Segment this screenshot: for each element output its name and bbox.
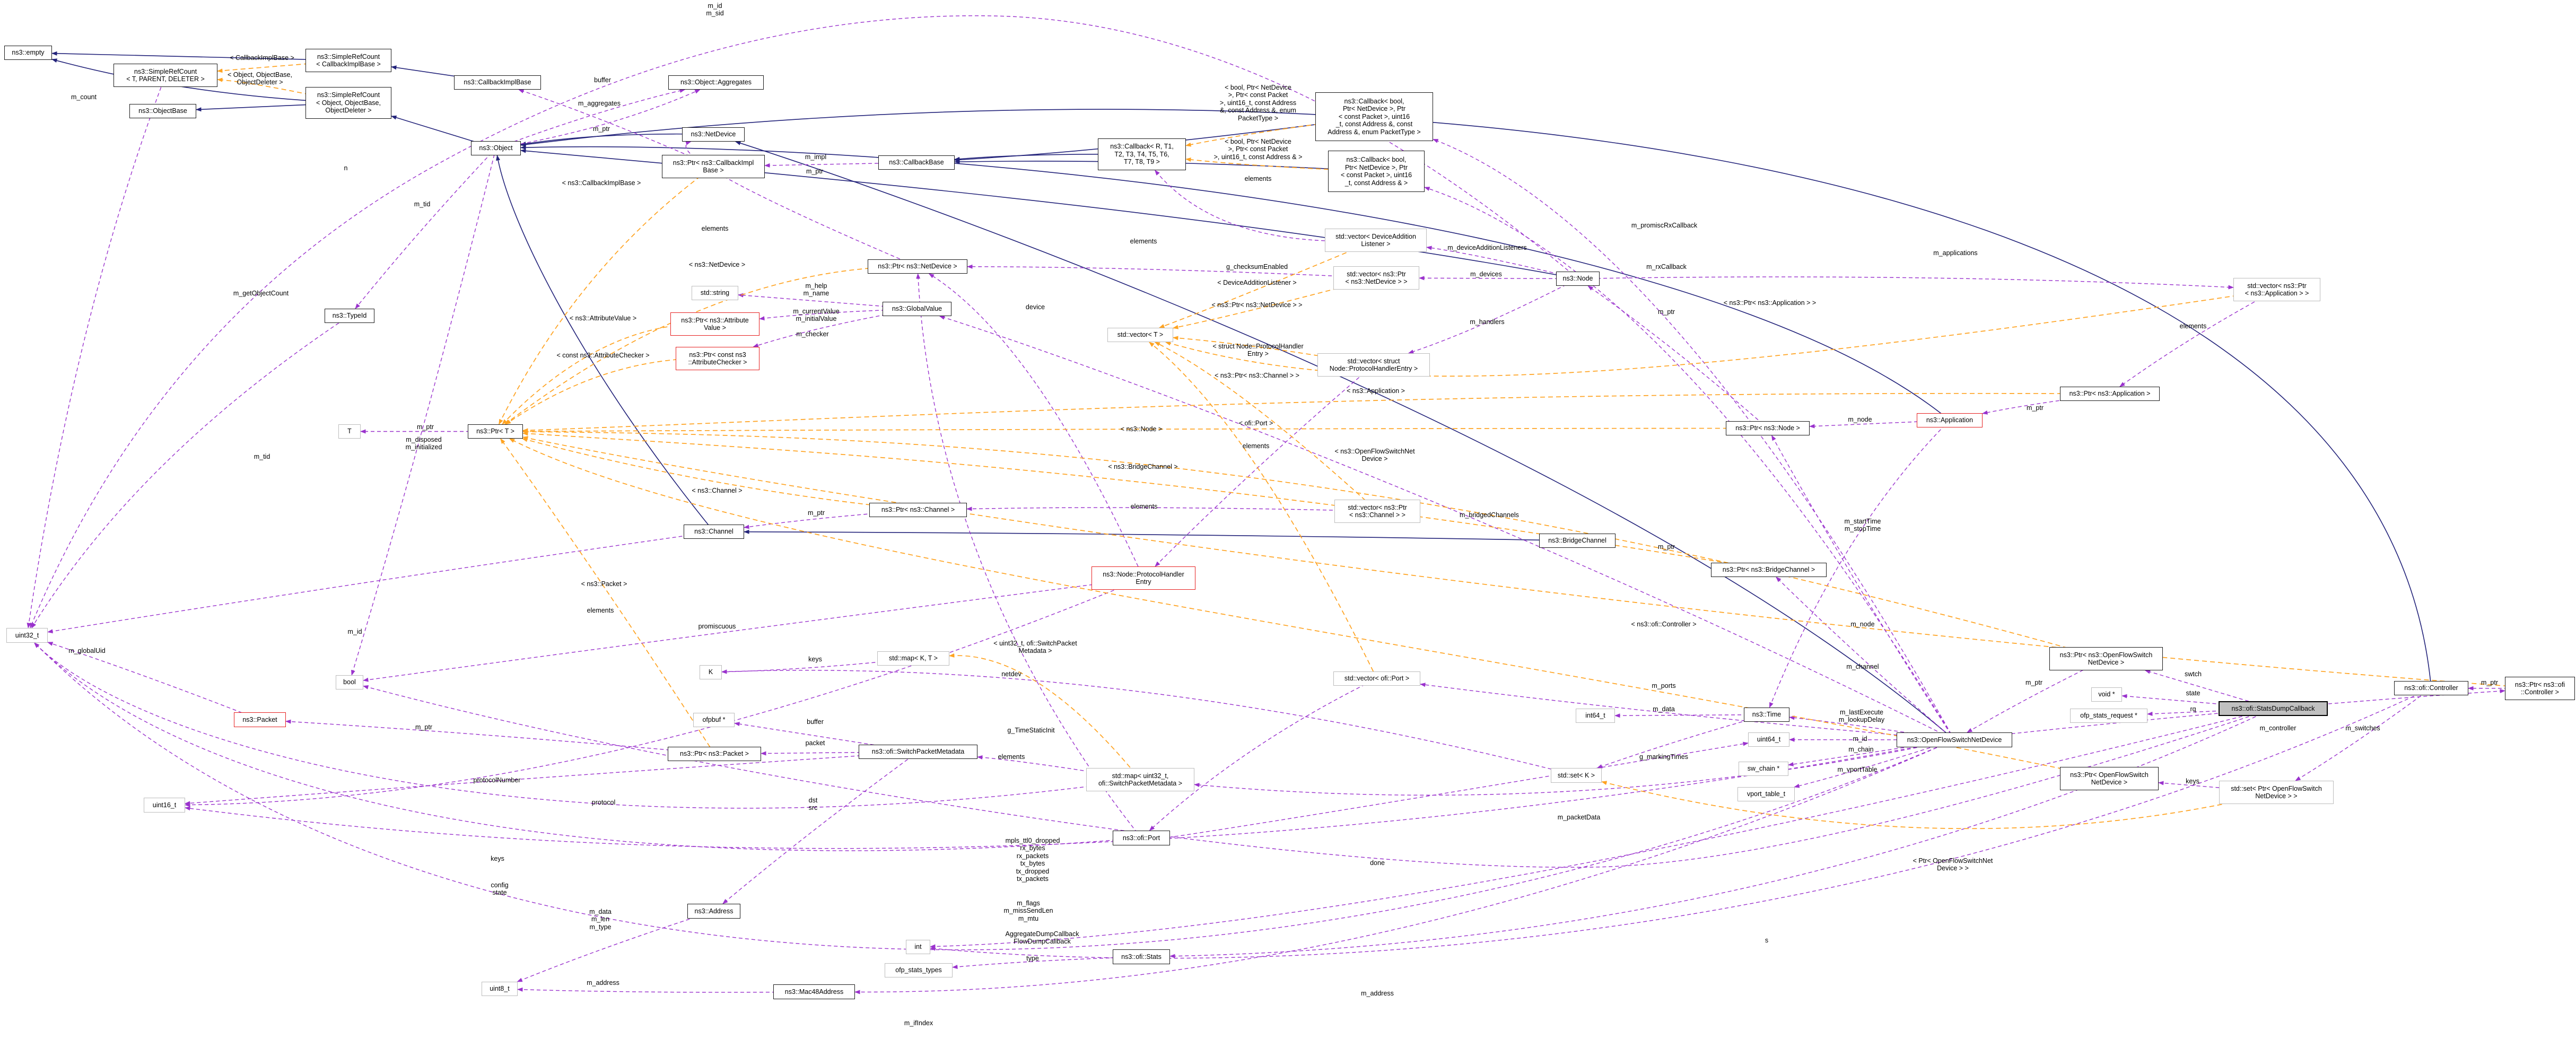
node-ofpbuf[interactable]: ofpbuf * [693,713,735,727]
node-globalvalue[interactable]: ns3::GlobalValue [883,302,951,316]
node-controller[interactable]: ns3::ofi::Controller [2394,681,2468,695]
node-ptr_cib[interactable]: ns3::Ptr< ns3::CallbackImpl Base > [662,155,765,178]
node-address[interactable]: ns3::Address [687,904,740,919]
node-phe[interactable]: ns3::Node::ProtocolHandler Entry [1091,566,1195,590]
node-bool[interactable]: bool [336,675,363,689]
node-typeid[interactable]: ns3::TypeId [325,309,374,323]
node-uint16[interactable]: uint16_t [144,798,185,813]
node-vec_port[interactable]: std::vector< ofi::Port > [1333,671,1420,686]
node-ofsnd[interactable]: ns3::OpenFlowSwitchNetDevice [1897,732,2012,747]
node-src_cib[interactable]: ns3::SimpleRefCount < CallbackImplBase > [305,49,391,72]
node-node[interactable]: ns3::Node [1556,272,1600,286]
node-map_kt[interactable]: std::map< K, T > [877,651,949,666]
node-aggregates[interactable]: ns3::Object::Aggregates [668,75,764,90]
node-int[interactable]: int [906,940,930,954]
node-set_k[interactable]: std::set< K > [1551,768,1602,783]
node-application[interactable]: ns3::Application [1917,413,1983,427]
node-stats[interactable]: ns3::ofi::Stats [1113,949,1170,964]
node-ofp_req[interactable]: ofp_stats_request * [2070,709,2147,723]
node-swchain[interactable]: sw_chain * [1739,762,1788,776]
node-ptr_nd[interactable]: ns3::Ptr< ns3::NetDevice > [868,259,967,274]
node-object[interactable]: ns3::Object [471,141,521,155]
node-callbackbase[interactable]: ns3::CallbackBase [878,155,955,170]
node-vec_ptrch[interactable]: std::vector< ns3::Ptr < ns3::Channel > > [1334,500,1420,523]
node-ptr_bch[interactable]: ns3::Ptr< ns3::BridgeChannel > [1711,563,1827,577]
node-ptr_av[interactable]: ns3::Ptr< ns3::Attribute Value > [670,312,759,336]
node-uint32[interactable]: uint32_t [6,628,48,643]
node-sdc[interactable]: ns3::ofi::StatsDumpCallback [2219,701,2328,716]
node-ptr_ofsnd2[interactable]: ns3::Ptr< OpenFlowSwitch NetDevice > [2060,767,2159,790]
node-packet[interactable]: ns3::Packet [234,712,286,727]
node-vec_t[interactable]: std::vector< T > [1107,328,1173,342]
node-port[interactable]: ns3::ofi::Port [1113,831,1170,845]
node-k[interactable]: K [700,665,722,679]
node-ptr_ofsnd[interactable]: ns3::Ptr< ns3::OpenFlowSwitch NetDevice … [2049,647,2163,670]
node-vport[interactable]: vport_table_t [1737,787,1795,801]
node-empty[interactable]: ns3::empty [4,46,52,60]
node-voidp[interactable]: void * [2091,687,2122,702]
node-cib[interactable]: ns3::CallbackImplBase [454,75,541,90]
node-objectbase[interactable]: ns3::ObjectBase [129,104,196,118]
node-vec_ptrapp[interactable]: std::vector< ns3::Ptr < ns3::Application… [2233,278,2320,301]
node-ptr_ac[interactable]: ns3::Ptr< const ns3 ::AttributeChecker > [676,347,759,370]
node-callback_generic[interactable]: ns3::Callback< R, T1, T2, T3, T4, T5, T6… [1098,138,1186,170]
node-ptr_packet[interactable]: ns3::Ptr< ns3::Packet > [668,747,761,761]
node-set_ptr[interactable]: std::set< Ptr< OpenFlowSwitch NetDevice … [2219,781,2334,804]
node-ptr_t[interactable]: ns3::Ptr< T > [468,424,523,439]
node-spm[interactable]: ns3::ofi::SwitchPacketMetadata [859,745,977,759]
node-ptr_channel[interactable]: ns3::Ptr< ns3::Channel > [869,503,967,517]
node-uint64[interactable]: uint64_t [1748,732,1789,747]
node-map_spm[interactable]: std::map< uint32_t, ofi::SwitchPacketMet… [1086,768,1194,791]
node-src_t[interactable]: ns3::SimpleRefCount < T, PARENT, DELETER… [113,64,217,87]
node-uint8[interactable]: uint8_t [482,982,518,996]
node-ofp_types[interactable]: ofp_stats_types [885,963,953,977]
node-src_obj[interactable]: ns3::SimpleRefCount < Object, ObjectBase… [305,87,391,119]
node-t[interactable]: T [338,424,361,439]
node-ptr_app[interactable]: ns3::Ptr< ns3::Application > [2060,387,2160,401]
node-vec_phe[interactable]: std::vector< struct Node::ProtocolHandle… [1317,353,1430,377]
node-ptr_ctrl[interactable]: ns3::Ptr< ns3::ofi ::Controller > [2505,677,2575,700]
node-vec_dal[interactable]: std::vector< DeviceAddition Listener > [1325,229,1427,252]
node-bridgechannel[interactable]: ns3::BridgeChannel [1539,534,1616,548]
node-mac48[interactable]: ns3::Mac48Address [773,984,855,999]
node-int64[interactable]: int64_t [1576,709,1615,723]
node-time[interactable]: ns3::Time [1744,708,1789,722]
node-callback_promisc[interactable]: ns3::Callback< bool, Ptr< NetDevice >, P… [1315,92,1433,141]
node-vec_ptrnd[interactable]: std::vector< ns3::Ptr < ns3::NetDevice >… [1333,266,1419,290]
node-string[interactable]: std::string [692,286,738,300]
node-callback_rx[interactable]: ns3::Callback< bool, Ptr< NetDevice >, P… [1328,151,1425,192]
node-netdevice[interactable]: ns3::NetDevice [682,127,745,142]
node-ptr_node[interactable]: ns3::Ptr< ns3::Node > [1726,421,1810,435]
node-channel[interactable]: ns3::Channel [684,525,744,539]
